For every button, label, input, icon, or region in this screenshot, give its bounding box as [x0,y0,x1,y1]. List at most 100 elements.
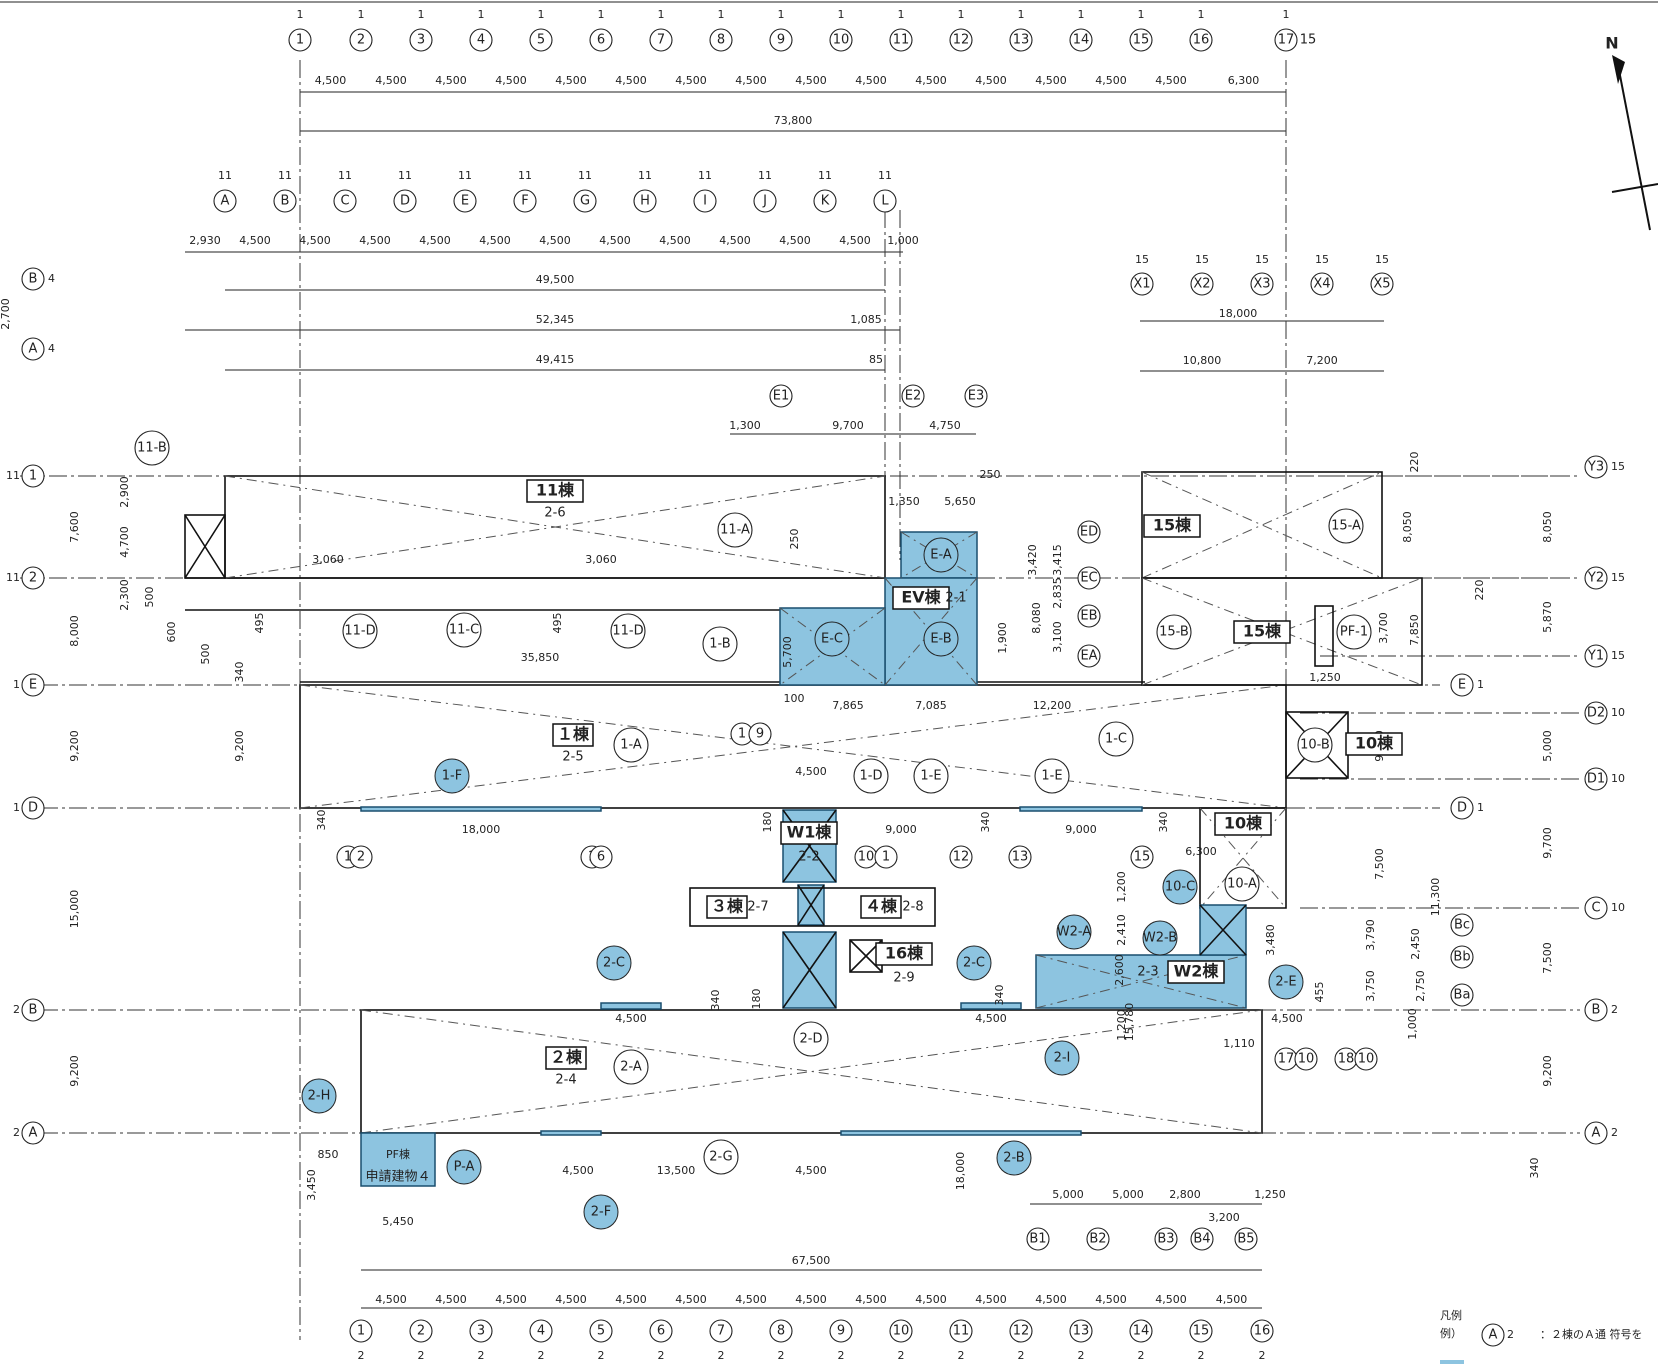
bottom-axis-bubble: 3 [469,1319,493,1343]
svg-text:11-D: 11-D [344,624,375,639]
bottom-axis-sub: 2 [1259,1349,1266,1362]
right-row-post: 10 [1611,772,1625,785]
top-axis-sup: 1 [1198,8,1205,21]
svg-text:B: B [29,1003,38,1018]
right-row-bubble: D1 [1584,767,1608,791]
top-span-dim: 4,500 [315,74,347,87]
left-row-bubble: 2 [21,566,45,590]
svg-text:11: 11 [893,33,910,48]
svg-text:P-A: P-A [454,1160,475,1175]
annotation-tag: 10-A [1224,866,1260,902]
letter-axis-sup: 11 [278,169,292,182]
svg-text:X4: X4 [1313,277,1330,292]
right-row-bubble: Y1 [1584,644,1608,668]
svg-text:2: 2 [29,571,37,586]
top-axis-sup: 1 [598,8,605,21]
svg-text:2-F: 2-F [591,1205,611,1220]
svg-text:10-A: 10-A [1227,877,1257,892]
left-dim: 4,700 [118,526,131,558]
legend-circle-sup: 2 [1507,1328,1514,1341]
bottom-span-dim: 4,500 [375,1293,407,1306]
north-arrow-icon [1611,55,1658,231]
letter-axis-bubble: E [453,189,477,213]
bottom-span-dim: 4,500 [1035,1293,1067,1306]
svg-text:B: B [281,194,290,209]
annotation-tag: 11-C [446,612,482,648]
letter-axis-bubble: D [393,189,417,213]
misc-dim: 495 [551,613,564,634]
misc-dim: 3,415 [1051,544,1064,576]
right-row-bubble: C [1584,896,1608,920]
annotation-tag: 11-D [610,613,646,649]
bottom-span-dim: 4,500 [795,1293,827,1306]
letter-span-dim: 4,500 [239,234,271,247]
svg-text:D1: D1 [1587,772,1605,787]
top-span-dim: 4,500 [855,74,887,87]
top-axis-sup: 1 [898,8,905,21]
reference-circle: EC [1077,566,1101,590]
letter-axis-sup: 11 [578,169,592,182]
bottom-span-dim: 4,500 [435,1293,467,1306]
misc-dim: 250 [788,529,801,550]
letter-total-dim: 49,415 [536,353,575,366]
svg-text:D2: D2 [1587,706,1605,721]
left-row-post: 4 [48,342,55,355]
misc-dim: 8,080 [1030,602,1043,634]
svg-text:X5: X5 [1373,277,1390,292]
right-dim: 11,300 [1429,878,1442,917]
top-axis-sup: 1 [1078,8,1085,21]
left-row-bubble: A [21,1121,45,1145]
left-dim: 9,200 [233,730,246,762]
building-1-label: １棟 [552,723,594,747]
misc-dim: 4,500 [795,765,827,778]
svg-text:E2: E2 [905,389,922,404]
reference-circle: 17 [1274,1047,1298,1071]
svg-text:5: 5 [537,33,545,48]
bottom-span-dim: 4,500 [1216,1293,1248,1306]
misc-dim: 18,000 [462,823,501,836]
svg-text:B: B [1592,1003,1601,1018]
svg-text:4: 4 [537,1324,545,1339]
misc-dim: 18,000 [954,1152,967,1191]
letter-span-dim: 4,500 [719,234,751,247]
letter-span-dim: 4,500 [539,234,571,247]
bottom-span-dim: 4,500 [675,1293,707,1306]
svg-text:6: 6 [597,33,605,48]
svg-text:10: 10 [1358,1052,1375,1067]
pf-building-label: PF棟 [386,1147,410,1161]
svg-text:11-A: 11-A [720,523,750,538]
svg-text:H: H [640,194,650,209]
top-axis-bubble: 14 [1069,28,1093,52]
svg-text:2-C: 2-C [603,956,625,971]
building-1-code: 2-5 [562,750,583,765]
svg-text:２棟: ２棟 [550,1048,583,1067]
svg-text:E3: E3 [968,389,985,404]
letter-axis-bubble: C [333,189,357,213]
reference-circle: 12 [949,845,973,869]
top-axis-bubble: 6 [589,28,613,52]
bottom-span-dim: 4,500 [1155,1293,1187,1306]
right-row-post: 2 [1611,1003,1618,1016]
pf-building-application-label: 申請建物４ [365,1170,430,1185]
bottom-axis-sub: 2 [718,1349,725,1362]
svg-text:1: 1 [29,469,37,484]
misc-dim: 1,200 [1115,871,1128,903]
svg-text:B2: B2 [1089,1232,1106,1247]
b-dim: 1,250 [1254,1188,1286,1201]
top-axis-bubble: 9 [769,28,793,52]
misc-dim: 3,790 [1364,919,1377,951]
left-dim: 15,000 [68,890,81,929]
misc-dim: 180 [761,812,774,833]
misc-dim: 9,000 [885,823,917,836]
reference-circle: ED [1077,520,1101,544]
misc-dim: 340 [1157,812,1170,833]
bottom-axis-sub: 2 [1138,1349,1145,1362]
letter-span-dim: 4,500 [599,234,631,247]
misc-dim: 7,865 [832,699,864,712]
svg-text:EC: EC [1080,571,1097,586]
annotation-tag-highlighted: 2-E [1268,964,1304,1000]
top-axis-bubble: 10 [829,28,853,52]
svg-text:1: 1 [738,727,746,742]
bottom-axis-sub: 2 [958,1349,965,1362]
misc-dim: 15,780 [1123,1003,1136,1042]
